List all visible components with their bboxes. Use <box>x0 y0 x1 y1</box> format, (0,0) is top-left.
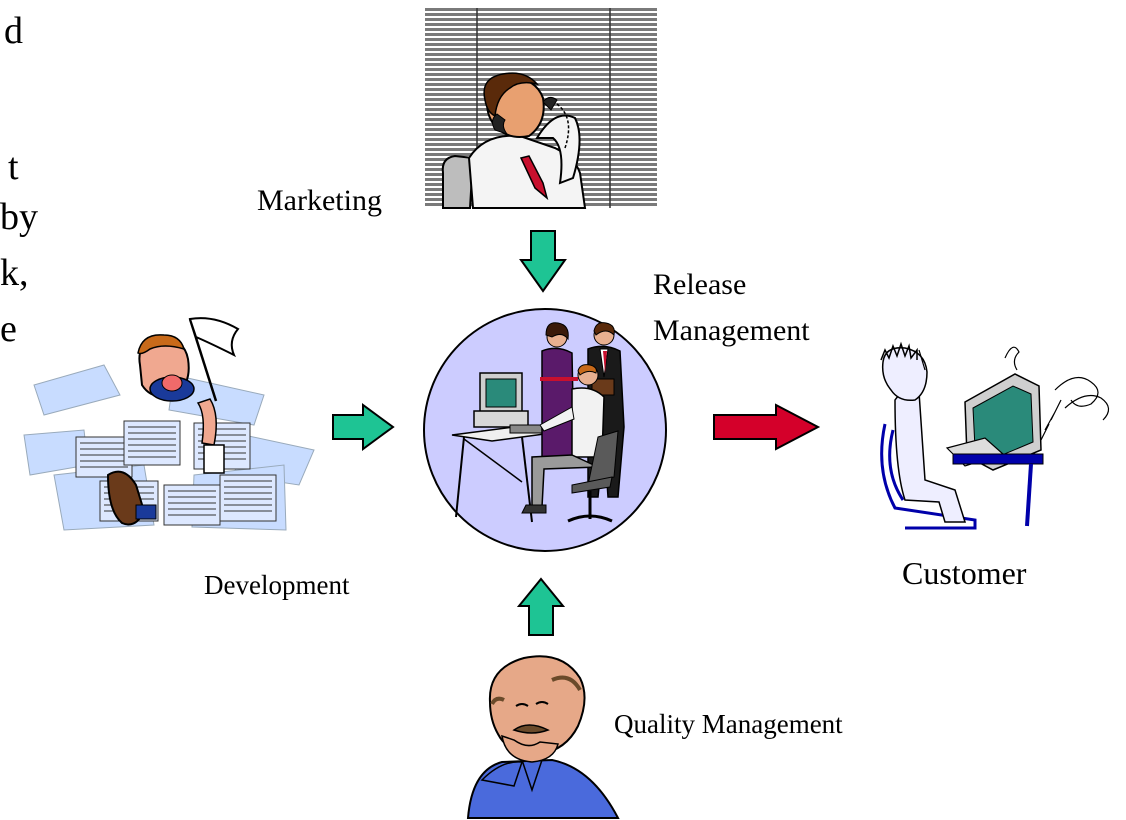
customer-person-icon <box>880 341 1110 530</box>
release-label-line2: Management <box>653 314 810 347</box>
development-papers-icon <box>23 317 315 531</box>
left-text-fragment-4: k, <box>0 252 29 294</box>
release-team-icon <box>423 308 667 552</box>
arrow-up-quality <box>516 577 566 636</box>
left-text-fragment-3: by <box>0 196 38 238</box>
left-text-fragment-1: d <box>4 10 23 52</box>
arrow-down-marketing <box>519 230 567 293</box>
marketing-label: Marketing <box>257 184 382 217</box>
release-label-line1: Release <box>653 268 747 301</box>
quality-person-icon <box>466 655 620 819</box>
left-text-fragment-2: t <box>8 146 19 188</box>
development-label: Development <box>204 570 350 600</box>
left-text-fragment-5: e <box>0 308 17 350</box>
arrow-right-customer <box>713 403 821 451</box>
quality-label: Quality Management <box>614 709 843 739</box>
marketing-person-icon <box>425 8 657 209</box>
customer-label: Customer <box>902 555 1027 591</box>
arrow-right-development <box>332 403 395 451</box>
